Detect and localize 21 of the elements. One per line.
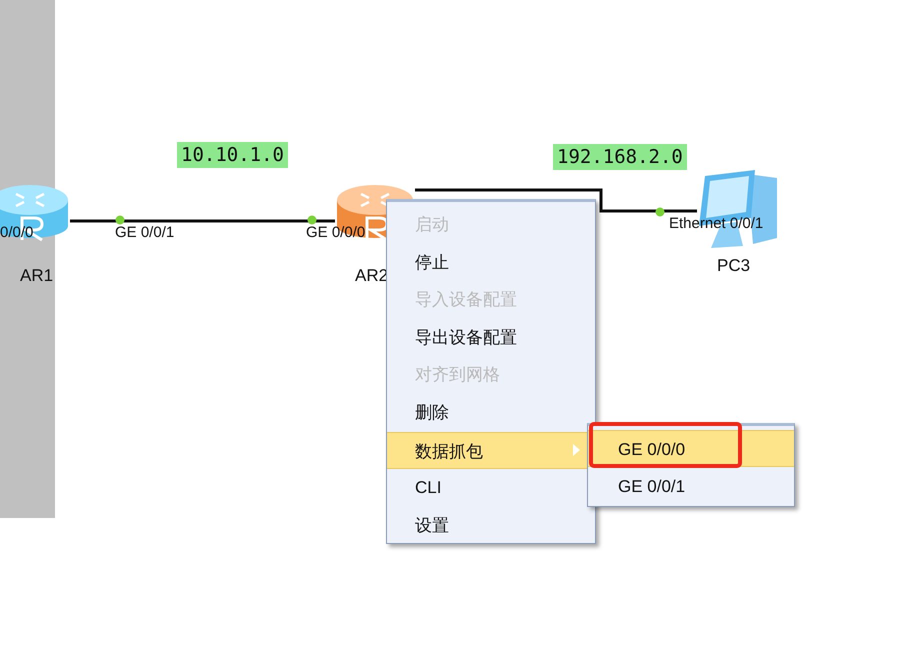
link-line: [415, 188, 697, 212]
context-menu: [386, 199, 596, 544]
disabled-menu-item: 启动: [414, 214, 450, 236]
menu-item: CLI: [414, 477, 442, 500]
port-label: GE 0/0/1: [115, 224, 174, 241]
disabled-menu-item: 对齐到网格: [414, 364, 501, 386]
link-line: [70, 220, 335, 222]
menu-item: 设置: [414, 514, 450, 537]
device-label: AR2: [355, 266, 388, 286]
port-label: Ethernet 0/0/1: [669, 215, 764, 232]
highlighted-menu-item: GE 0/0/0: [588, 430, 794, 467]
network-label: 10.10.1.0: [177, 142, 288, 168]
menu-item: GE 0/0/1: [617, 476, 686, 498]
device-label: AR1: [20, 266, 54, 286]
menu-item: 删除: [414, 402, 450, 424]
submenu: [587, 423, 795, 507]
device-label: PC3: [717, 256, 750, 276]
disabled-menu-item: 导入设备配置: [414, 289, 518, 312]
menu-item: 停止: [414, 252, 450, 274]
network-label: 192.168.2.0: [553, 144, 687, 170]
menu-item: 导出设备配置: [414, 326, 518, 349]
